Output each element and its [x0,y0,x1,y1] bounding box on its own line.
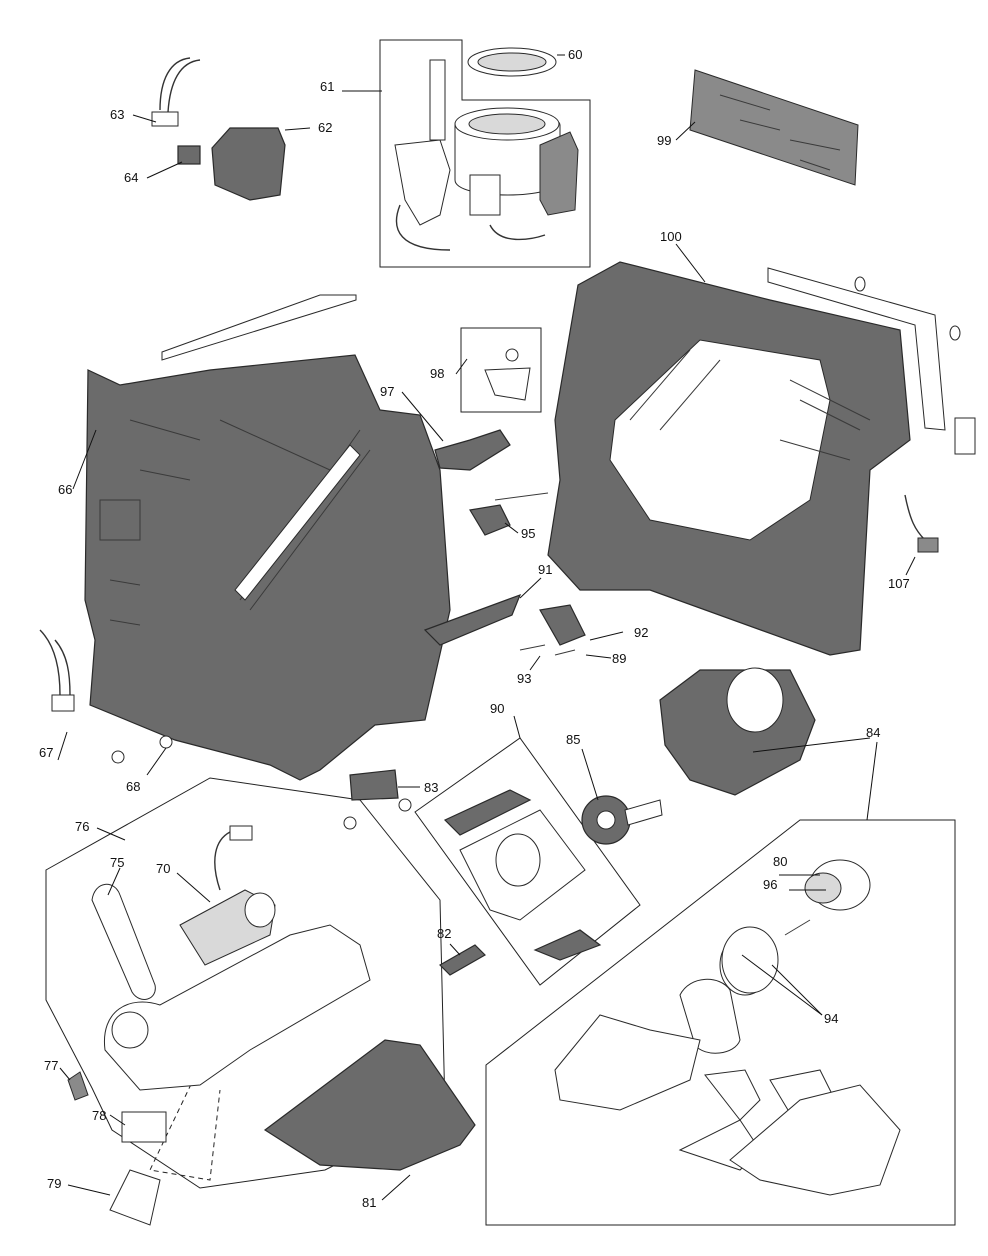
frame-61 [379,39,591,268]
right-housing-100 [547,261,976,656]
label-60: 60 [568,47,582,62]
clip-82 [439,944,486,976]
label-92: 92 [634,625,648,640]
label-94: 94 [824,1011,838,1026]
label-64: 64 [124,170,138,185]
piston-group-84 [554,859,901,1196]
brew-assembly-61 [394,47,579,251]
label-80: 80 [773,854,787,869]
label-89: 89 [612,651,626,666]
label-98: 98 [430,366,444,381]
label-70: 70 [156,861,170,876]
label-83: 83 [424,780,438,795]
label-68: 68 [126,779,140,794]
label-99: 99 [657,133,671,148]
label-82: 82 [437,926,451,941]
label-90: 90 [490,701,504,716]
drip-tray-81 [263,1039,476,1171]
label-100: 100 [660,229,682,244]
label-66: 66 [58,482,72,497]
circuit-board-99 [689,69,859,186]
label-67: 67 [39,745,53,760]
sensor-107 [904,494,939,553]
frame-98 [460,327,542,413]
block-and-nuts [111,735,412,830]
label-75: 75 [110,855,124,870]
callout-labels: 60 61 62 63 64 99 100 98 97 66 95 107 91… [39,47,910,1210]
label-79: 79 [47,1176,61,1191]
label-84: 84 [866,725,880,740]
brew-unit-84 [581,667,816,845]
label-95: 95 [521,526,535,541]
label-96: 96 [763,877,777,892]
motor-group-76 [67,825,371,1226]
label-81: 81 [362,1195,376,1210]
switch-parts-62-64 [151,57,286,201]
label-77: 77 [44,1058,58,1073]
label-97: 97 [380,384,394,399]
label-61: 61 [320,79,334,94]
label-76: 76 [75,819,89,834]
bracket-group-90 [443,789,602,961]
frame-84 [485,819,956,1226]
dashed-link-79 [149,1075,221,1181]
label-78: 78 [92,1108,106,1123]
label-85: 85 [566,732,580,747]
left-housing-66 [84,294,451,781]
label-93: 93 [517,671,531,686]
group-frames [45,39,956,1226]
label-62: 62 [318,120,332,135]
leader-lines [57,54,916,1201]
label-107: 107 [888,576,910,591]
frame-90 [414,737,641,986]
small-hardware [423,348,586,656]
label-91: 91 [538,562,552,577]
label-63: 63 [110,107,124,122]
frame-76 [45,777,446,1189]
wiring-67 [39,629,75,712]
